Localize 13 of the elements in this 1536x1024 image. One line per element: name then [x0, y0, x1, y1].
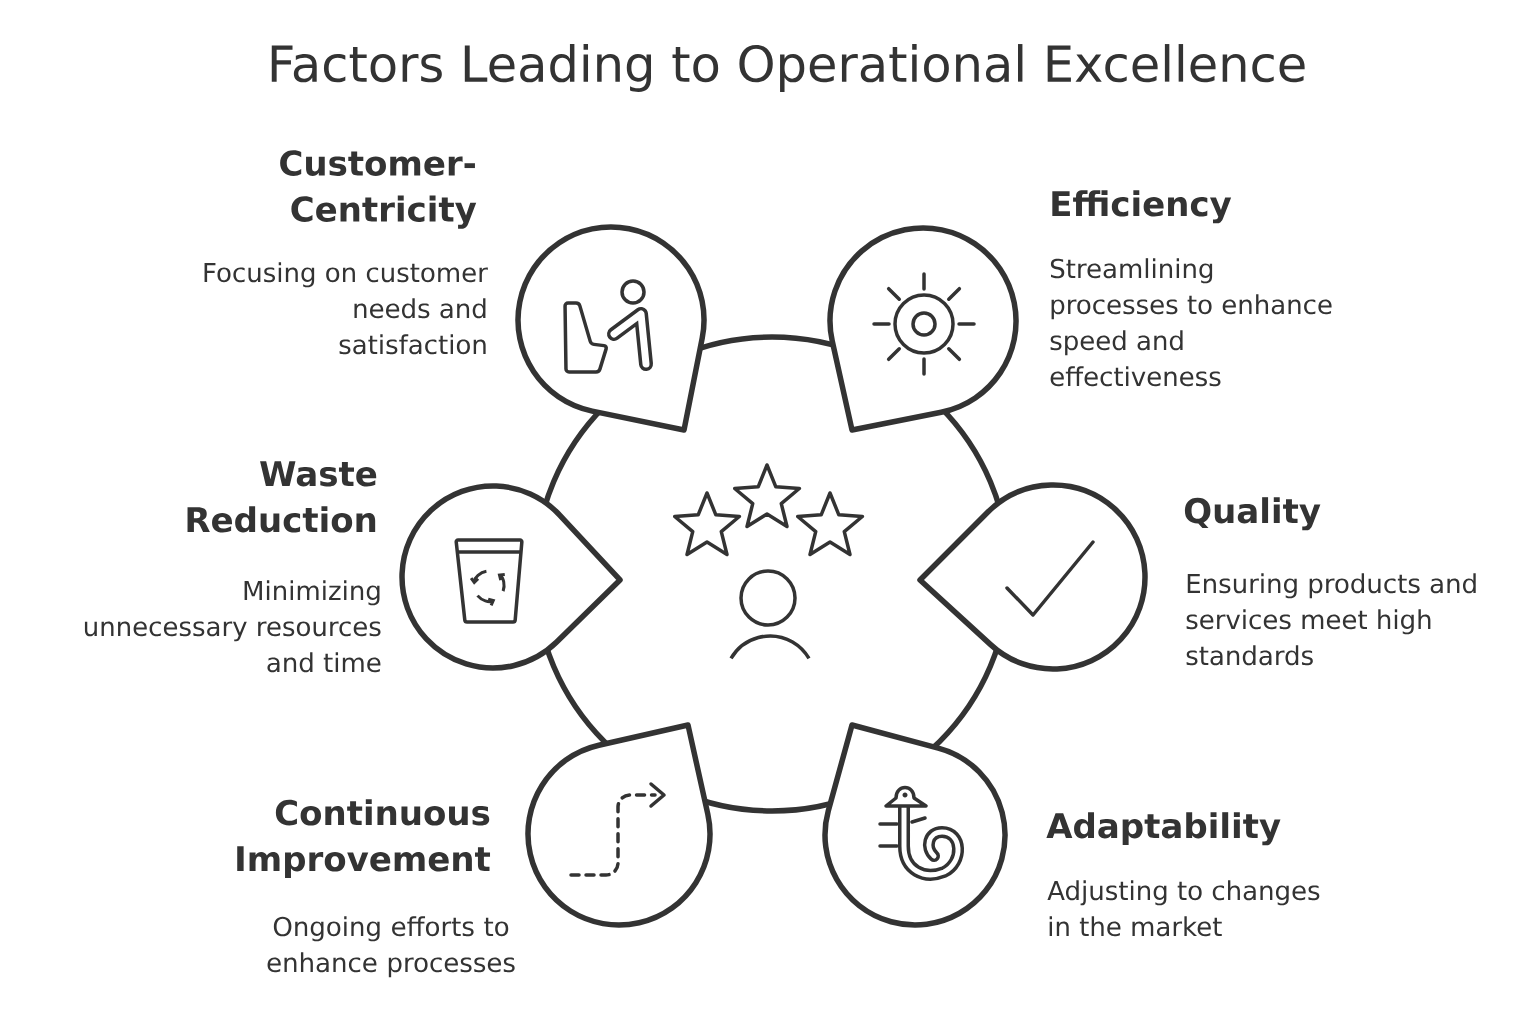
heading: Customer-Centricity: [280, 150, 477, 229]
description: Ensuring products and services meet high standards: [1186, 573, 1476, 666]
title: Factors Leading to Operational Excellence: [271, 44, 1305, 92]
description: Focusing on customer needs and satisfaction: [204, 262, 488, 355]
description: Streamlining processes to enhance speed and effectiveness: [1050, 258, 1332, 387]
heading: Adaptability: [1046, 812, 1281, 846]
heading: Efficiency: [1052, 190, 1232, 224]
description: Minimizing unnecessary resources and time: [84, 580, 381, 673]
heading: Waste Reduction: [187, 461, 377, 533]
description: Ongoing efforts to enhance processes: [267, 916, 515, 978]
heading: Continuous Improvement: [237, 799, 490, 879]
heading: Quality: [1184, 497, 1321, 531]
description: Adjusting to changes in the market: [1047, 880, 1320, 937]
